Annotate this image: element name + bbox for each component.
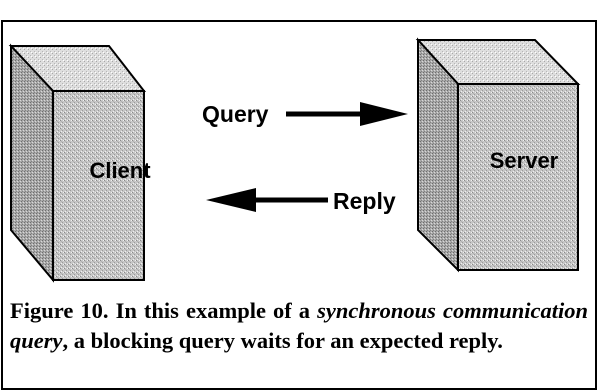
caption-emphasis: synchronous communication query	[10, 298, 588, 353]
client-label: Client	[89, 158, 151, 183]
caption-prefix: Figure 10. In this example of a	[10, 298, 318, 323]
query-arrow-head	[360, 102, 408, 126]
caption-suffix: , a blocking query waits for an expected…	[62, 328, 503, 353]
server-box-front	[457, 83, 579, 271]
client-box: Client	[8, 43, 151, 283]
query-label: Query	[202, 101, 269, 127]
figure-caption: Figure 10. In this example of a synchron…	[10, 296, 588, 356]
server-label: Server	[490, 148, 559, 173]
server-box: Server	[415, 37, 581, 273]
reply-arrow: Reply	[206, 188, 396, 214]
client-box-front	[52, 90, 145, 281]
reply-arrow-head	[206, 188, 256, 212]
query-arrow: Query	[202, 101, 408, 127]
reply-label: Reply	[333, 188, 396, 214]
figure-frame	[1, 20, 597, 390]
